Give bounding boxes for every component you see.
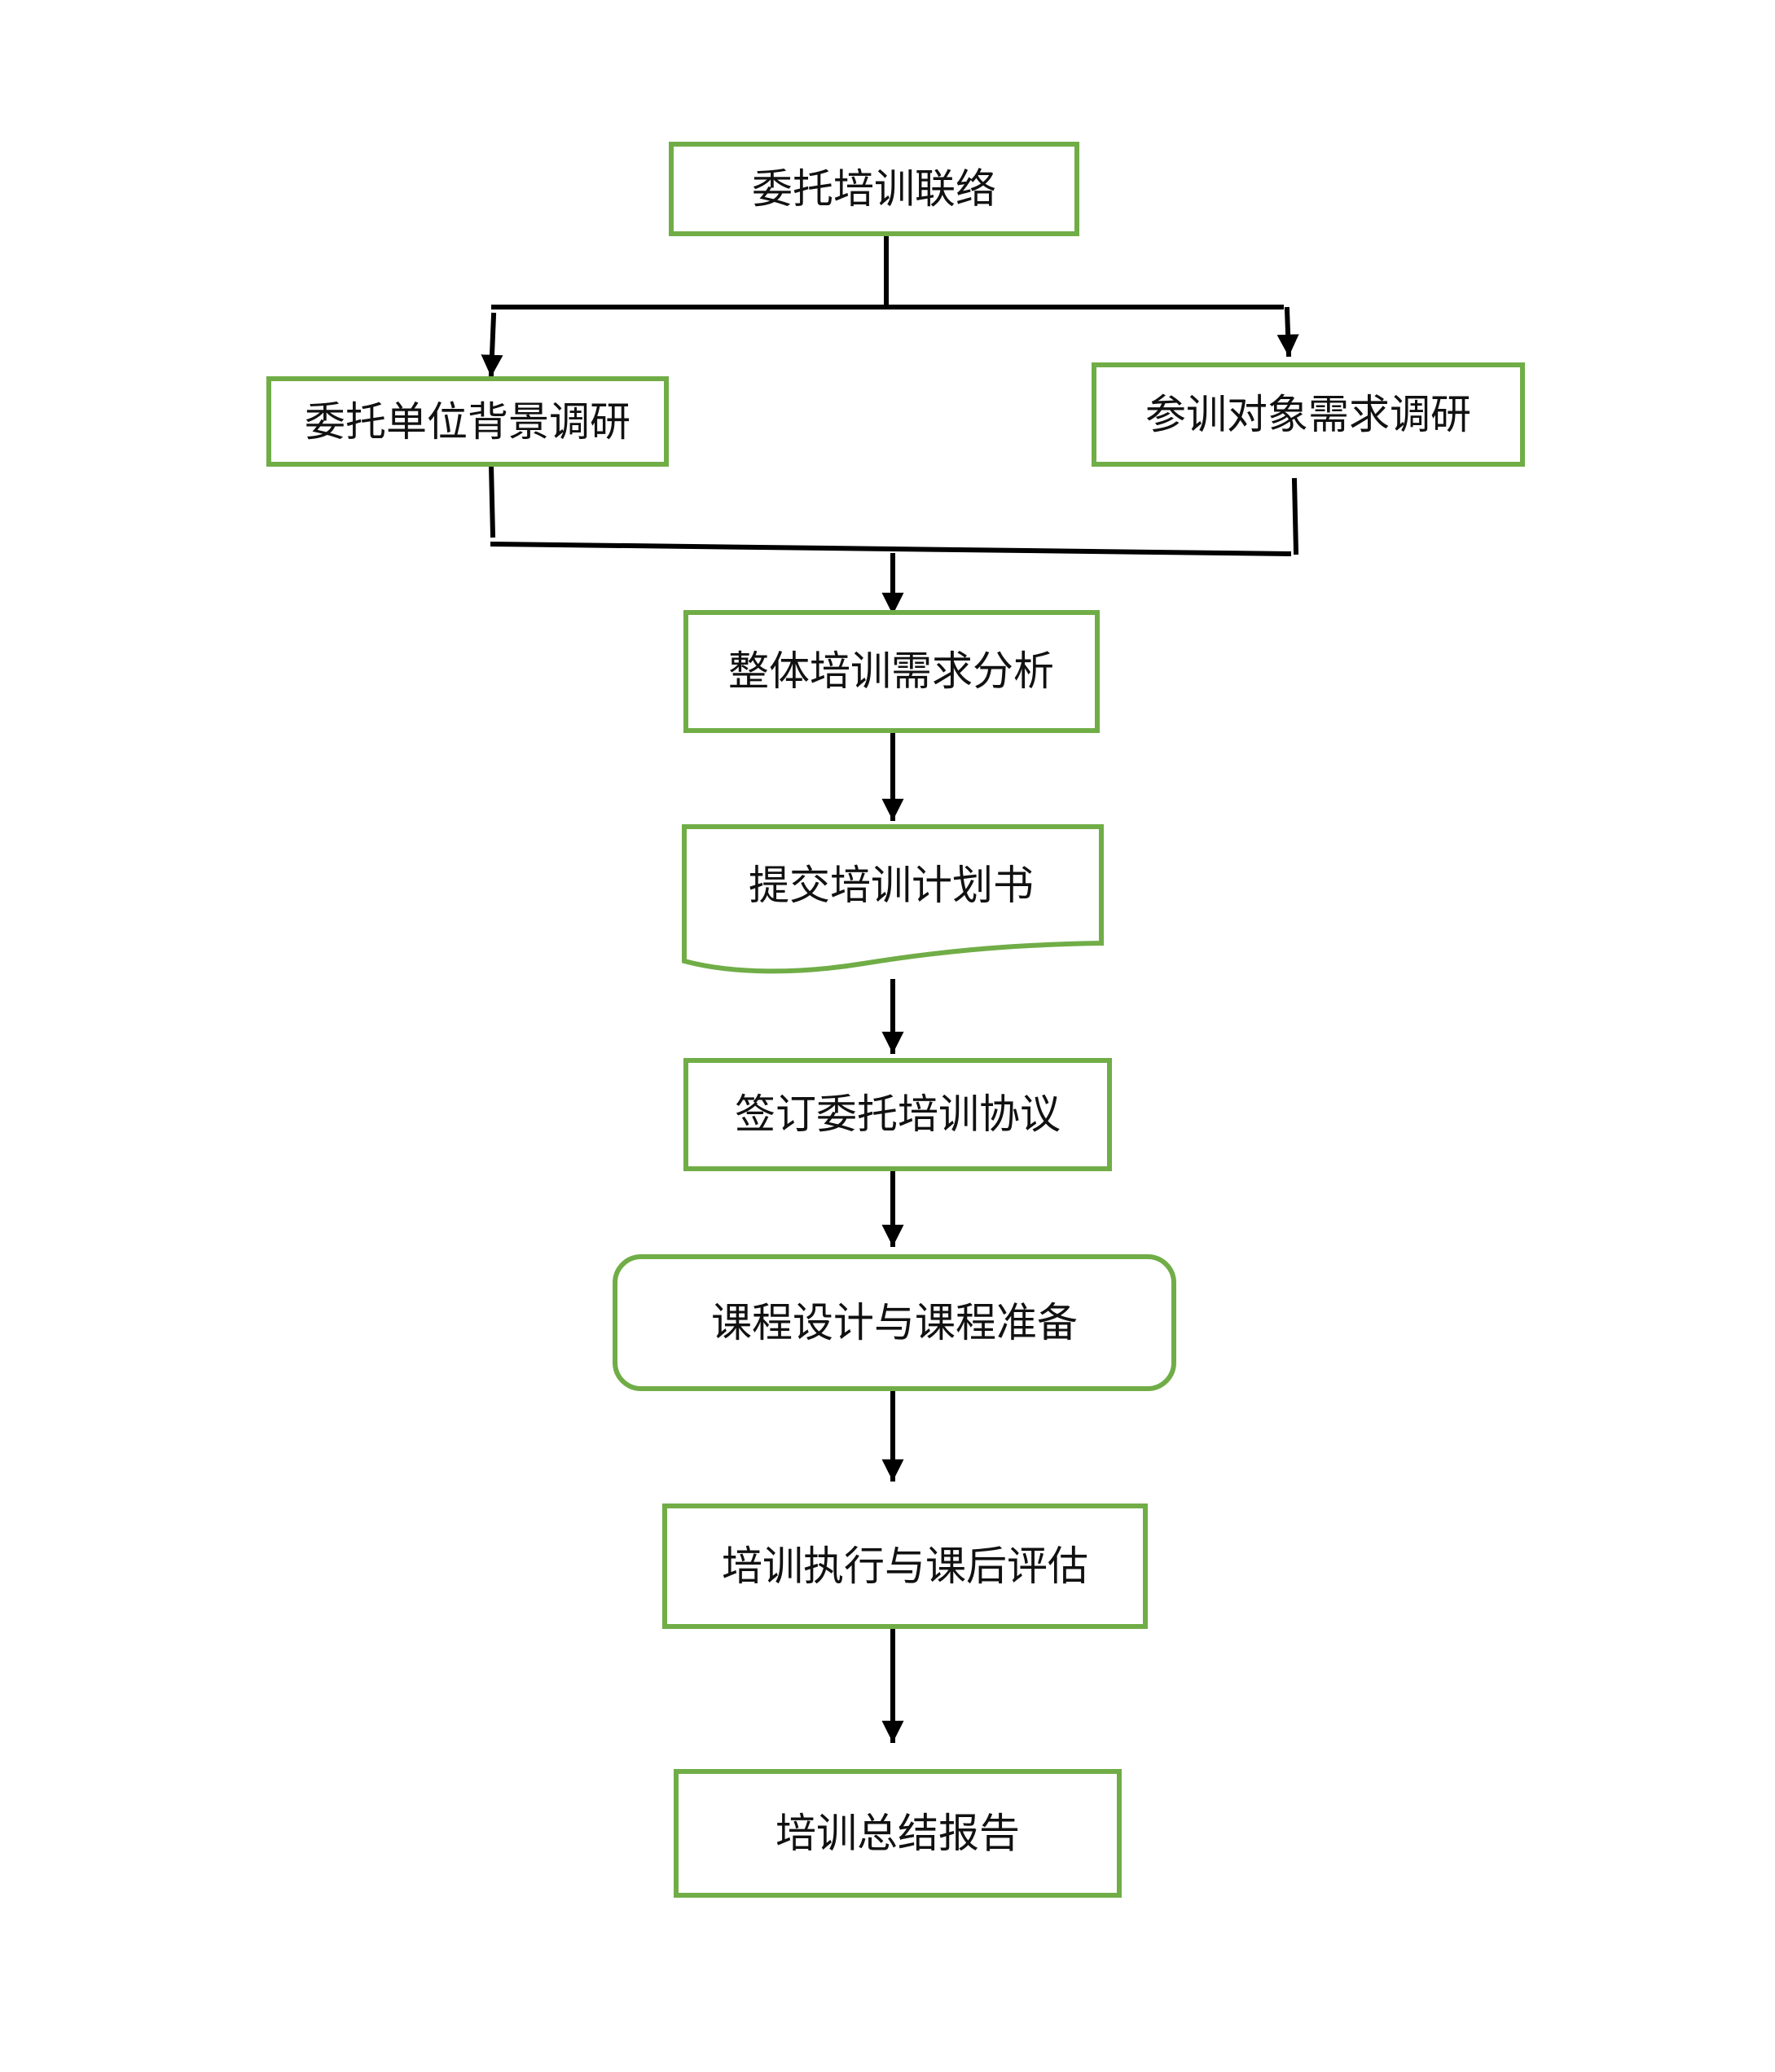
node-contact-label: 委托培训联络 bbox=[752, 165, 996, 213]
node-trainee-research-box bbox=[1092, 362, 1525, 467]
node-execution-box bbox=[662, 1504, 1148, 1629]
node-plan: 提交培训计划书 bbox=[682, 824, 1104, 974]
arrow-to-trainee-research bbox=[1276, 306, 1299, 358]
node-course-design-label: 课程设计与课程准备 bbox=[711, 1299, 1078, 1346]
node-course-design: 课程设计与课程准备 bbox=[613, 1254, 1176, 1391]
connector-merge-bar bbox=[490, 541, 1292, 557]
node-client-research: 委托单位背景调研 bbox=[266, 376, 669, 467]
node-summary-label: 培训总结报告 bbox=[775, 1810, 1020, 1857]
node-agreement-box bbox=[683, 1058, 1112, 1171]
connector-trainee-research-down bbox=[1291, 477, 1299, 555]
node-trainee-research-label: 参训对象需求调研 bbox=[1145, 391, 1471, 438]
connectors bbox=[481, 231, 1299, 1743]
node-execution-label: 培训执行与课后评估 bbox=[722, 1543, 1088, 1590]
node-summary: 培训总结报告 bbox=[674, 1769, 1122, 1898]
node-trainee-research: 参训对象需求调研 bbox=[1092, 362, 1525, 467]
node-needs-analysis: 整体培训需求分析 bbox=[683, 610, 1100, 733]
node-summary-box bbox=[674, 1769, 1122, 1898]
node-client-research-box bbox=[266, 376, 669, 467]
node-execution: 培训执行与课后评估 bbox=[662, 1504, 1148, 1629]
node-course-design-box bbox=[613, 1254, 1176, 1391]
connector-client-research-down bbox=[488, 463, 496, 538]
node-needs-analysis-box bbox=[683, 610, 1100, 733]
node-plan-label: 提交培训计划书 bbox=[749, 862, 1034, 909]
node-contact-box bbox=[669, 142, 1079, 236]
arrow-to-client-research bbox=[481, 312, 503, 378]
node-needs-analysis-label: 整体培训需求分析 bbox=[728, 648, 1054, 695]
node-agreement: 签订委托培训协议 bbox=[683, 1058, 1112, 1171]
node-agreement-label: 签订委托培训协议 bbox=[735, 1091, 1061, 1138]
node-client-research-label: 委托单位背景调研 bbox=[305, 398, 630, 446]
node-contact: 委托培训联络 bbox=[669, 142, 1079, 236]
node-plan-document-shape bbox=[682, 824, 1104, 974]
